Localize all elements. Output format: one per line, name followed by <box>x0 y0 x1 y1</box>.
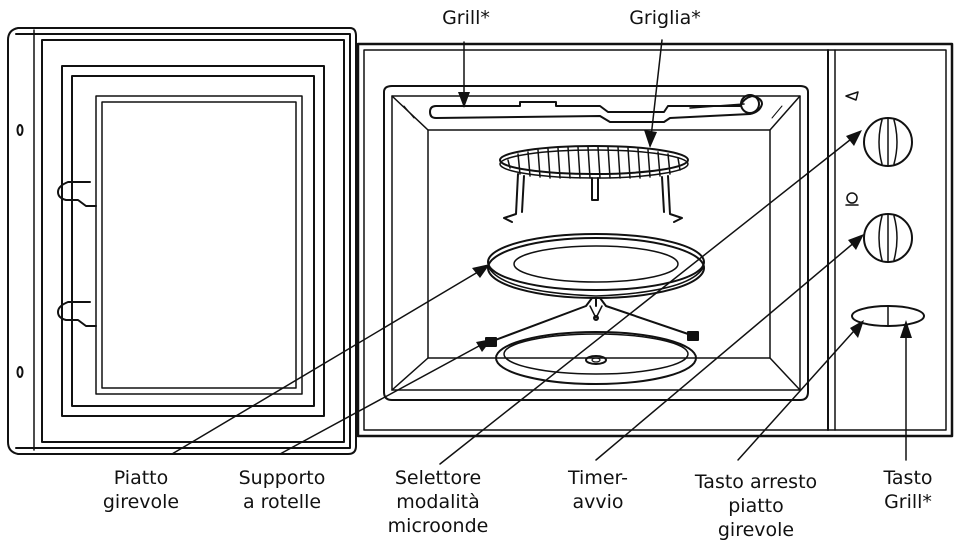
turntable-plate <box>487 233 705 299</box>
label-timer-line1: Timer- <box>568 467 628 489</box>
turntable-floor-ring <box>495 331 697 385</box>
label-timer: Timer- avvio <box>556 466 640 514</box>
timer-icon <box>845 192 859 206</box>
door-hook-top <box>57 181 97 207</box>
label-tasto-arresto-line3: girevole <box>717 519 795 541</box>
door-hinge-bottom <box>16 366 24 378</box>
label-tasto-grill: Tasto Grill* <box>866 466 950 514</box>
door-hinge-top <box>16 124 24 136</box>
label-tasto-arresto-line1: Tasto arresto <box>694 471 818 493</box>
label-selettore-line3: microonde <box>387 515 489 537</box>
roller-support <box>485 297 699 347</box>
label-piatto-girevole-line2: girevole <box>102 491 180 513</box>
grill-rack <box>499 145 689 223</box>
arrowheads <box>458 92 912 352</box>
label-tasto-arresto: Tasto arresto piatto girevole <box>676 470 836 542</box>
power-selector-knob <box>863 117 913 167</box>
label-piatto-girevole: Piatto girevole <box>86 466 196 514</box>
label-griglia-text: Griglia* <box>629 7 701 29</box>
label-tasto-grill-line2: Grill* <box>884 491 932 513</box>
label-grill-text: Grill* <box>442 7 490 29</box>
label-tasto-grill-line1: Tasto <box>883 467 933 489</box>
label-grill: Grill* <box>426 6 506 30</box>
label-supporto-rotelle-line1: Supporto <box>238 467 326 489</box>
microwave-door <box>7 27 357 455</box>
control-panel <box>845 91 925 327</box>
label-timer-line2: avvio <box>572 491 624 513</box>
label-selettore: Selettore modalità microonde <box>378 466 498 538</box>
timer-knob <box>863 213 913 263</box>
label-selettore-line1: Selettore <box>394 467 482 489</box>
microwave-cabinet <box>356 42 954 438</box>
label-tasto-arresto-line2: piatto <box>728 495 784 517</box>
turntable-stop-grill-button <box>851 305 925 327</box>
leader-lines <box>171 39 907 465</box>
door-hook-bottom <box>57 301 97 327</box>
oven-cavity <box>383 85 809 401</box>
power-level-icon <box>845 91 859 101</box>
label-supporto-rotelle-line2: a rotelle <box>242 491 322 513</box>
label-piatto-girevole-line1: Piatto <box>113 467 169 489</box>
label-griglia: Griglia* <box>610 6 720 30</box>
label-selettore-line2: modalità <box>396 491 480 513</box>
grill-element <box>429 94 763 123</box>
label-supporto-rotelle: Supporto a rotelle <box>222 466 342 514</box>
